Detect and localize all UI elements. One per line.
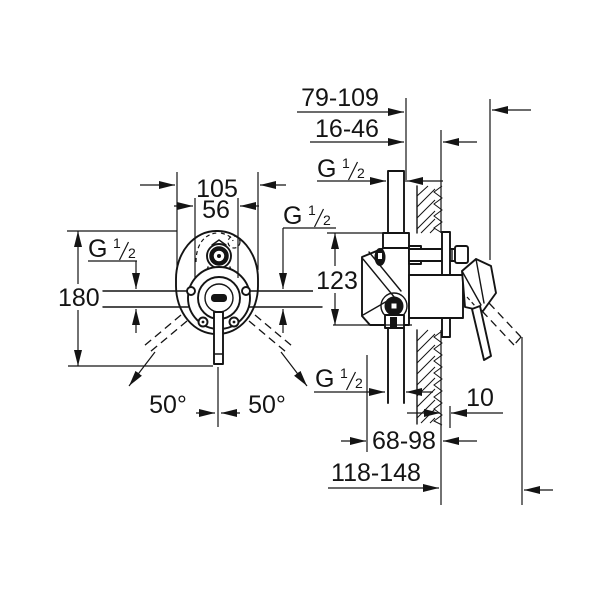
cartridge-slot bbox=[211, 294, 227, 302]
top-supply-pipe bbox=[387, 170, 405, 234]
dimension-labels: 79-109 16-46 105 56 180 123 10 68-98 118… bbox=[54, 84, 494, 487]
thread-prefix: G bbox=[88, 235, 107, 263]
lower-right-screw-dot bbox=[232, 320, 236, 324]
thread-label-top: G 1 2 bbox=[317, 155, 365, 183]
label-180: 180 bbox=[58, 284, 100, 312]
fraction-slash bbox=[313, 208, 325, 228]
label-118-148: 118-148 bbox=[331, 459, 421, 487]
front-view bbox=[102, 230, 323, 365]
wall-upper-hatching bbox=[416, 185, 436, 234]
label-123-mask bbox=[313, 266, 360, 293]
rod-end-cylinder bbox=[454, 245, 469, 264]
lever-handle-front bbox=[213, 311, 224, 365]
bottom-fitting-screw bbox=[390, 317, 397, 329]
thread-denominator: 2 bbox=[128, 245, 136, 261]
side-inlet-lines bbox=[102, 290, 323, 308]
side-view bbox=[361, 130, 522, 505]
fraction-slash bbox=[118, 241, 130, 261]
wall-upper-plaster-zigzag bbox=[433, 185, 443, 234]
fraction-slash bbox=[345, 371, 357, 391]
angle-leader-right bbox=[280, 351, 308, 387]
thread-label-front-left: G 1 2 bbox=[88, 235, 136, 263]
label-angle-left: 50° bbox=[149, 391, 187, 419]
diverter-cap bbox=[211, 239, 227, 246]
diverter-dark-ring bbox=[209, 246, 229, 266]
through-wall-block bbox=[408, 274, 464, 319]
thread-prefix: G bbox=[315, 365, 334, 393]
label-angle-right: 50° bbox=[248, 391, 286, 419]
top-pipe-connector bbox=[382, 232, 410, 249]
thread-numerator: 1 bbox=[340, 365, 348, 381]
thread-denominator: 2 bbox=[357, 165, 365, 181]
handle-cone bbox=[461, 258, 497, 312]
thread-numerator: 1 bbox=[342, 155, 350, 171]
label-79-109: 79-109 bbox=[301, 84, 379, 112]
hidden-body-contour bbox=[195, 232, 234, 263]
wall-lower-hatching bbox=[416, 329, 436, 424]
thread-denominator: 2 bbox=[355, 375, 363, 391]
clamp-screw-slot bbox=[378, 253, 382, 259]
thread-numerator: 1 bbox=[113, 235, 121, 251]
diverter-center-dot bbox=[217, 254, 221, 258]
thread-numerator: 1 bbox=[308, 202, 316, 218]
label-16-46: 16-46 bbox=[315, 115, 379, 143]
thread-prefix: G bbox=[317, 155, 336, 183]
label-68-98: 68-98 bbox=[372, 427, 436, 455]
label-105: 105 bbox=[196, 175, 238, 203]
thread-prefix: G bbox=[283, 202, 302, 230]
hidden-screw-circle bbox=[227, 235, 241, 249]
extension-lines bbox=[67, 98, 523, 505]
thread-label-front-right: G 1 2 bbox=[283, 202, 331, 230]
thread-label-bottom: G 1 2 bbox=[315, 365, 363, 393]
label-56: 56 bbox=[202, 196, 230, 224]
lever-handle-side bbox=[471, 305, 492, 361]
bottom-outlet-pipe bbox=[387, 327, 405, 404]
label-123: 123 bbox=[316, 267, 358, 295]
dimension-annotations bbox=[67, 98, 553, 505]
thread-denominator: 2 bbox=[323, 212, 331, 228]
lower-left-screw-dot bbox=[201, 320, 205, 324]
handle-cone-facets bbox=[461, 258, 485, 306]
left-ear-screw bbox=[186, 286, 196, 296]
handle-cone-dashed-edge bbox=[466, 296, 477, 308]
fraction-slash bbox=[347, 161, 359, 181]
valve-body-braces bbox=[362, 251, 402, 316]
right-ear-screw bbox=[241, 286, 251, 296]
label-180-mask bbox=[54, 284, 100, 310]
lever-alt-position-dashed bbox=[481, 302, 522, 346]
angle-leader-left bbox=[128, 351, 156, 387]
label-10: 10 bbox=[466, 384, 494, 412]
pivot-hex-socket bbox=[391, 303, 397, 309]
